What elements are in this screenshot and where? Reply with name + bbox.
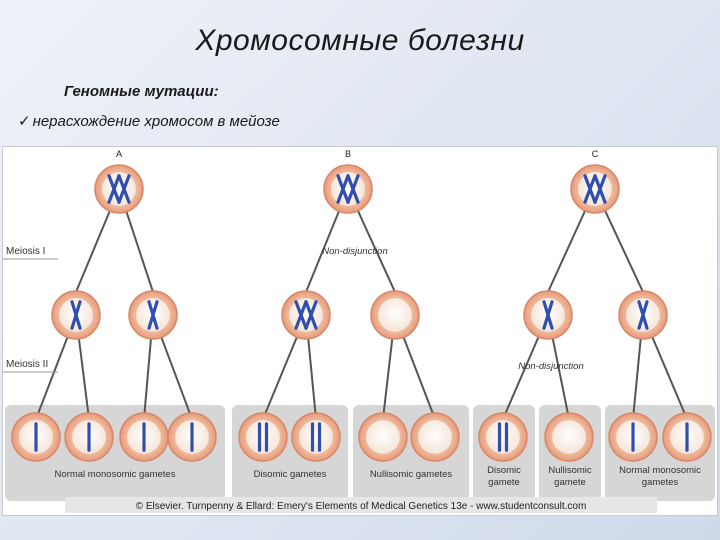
gamete-a-1 [11, 412, 61, 462]
gamete-a-2 [64, 412, 114, 462]
gamete-b-disomic-2 [291, 412, 341, 462]
gamete-c-normal-2 [662, 412, 712, 462]
label-disomic-c-1: Disomic [487, 465, 521, 476]
credit-bar [65, 497, 657, 513]
cell-parent-b [323, 164, 373, 214]
page-title: Хромосомные болезни [195, 24, 525, 57]
panel-label-c: C [592, 149, 599, 159]
subtitle: Геномные мутации: [64, 83, 219, 100]
gamete-b-nullisomic-1 [358, 412, 408, 462]
gamete-c-nullisomic [544, 412, 594, 462]
label-nullisomic-c-1: Nullisomic [548, 465, 592, 476]
bullet-text: нерасхождение хромосом в мейозе [32, 113, 280, 130]
meiosis-diagram: A B C Meiosis I Meiosis II Non-disjuncti… [3, 149, 715, 513]
cell-m1-a-left [51, 290, 101, 340]
label-disomic-b: Disomic gametes [254, 469, 327, 480]
label-nullisomic-c-2: gamete [554, 477, 586, 488]
label-disomic-c-2: gamete [488, 477, 520, 488]
cell-m1-c-left [523, 290, 573, 340]
credit-text: © Elsevier. Turnpenny & Ellard: Emery's … [136, 501, 587, 512]
cell-m1-c-right [618, 290, 668, 340]
cell-m1-a-right [128, 290, 178, 340]
meiosis1-label: Meiosis I [6, 246, 45, 257]
cell-m1-b-left [281, 290, 331, 340]
meiosis2-label: Meiosis II [6, 359, 48, 370]
non-disjunction-label-c: Non-disjunction [518, 361, 583, 372]
gamete-b-disomic-1 [238, 412, 288, 462]
gamete-b-nullisomic-2 [410, 412, 460, 462]
meiosis-figure: A B C Meiosis I Meiosis II Non-disjuncti… [2, 146, 718, 516]
gamete-c-normal-1 [608, 412, 658, 462]
bullet-item: ✓нерасхождение хромосом в мейозе [18, 112, 280, 130]
label-normal-monosomic-c-2: gametes [642, 477, 679, 488]
gamete-boxes [5, 405, 715, 501]
cell-parent-c [570, 164, 620, 214]
cell-parent-a [94, 164, 144, 214]
checkmark-icon: ✓ [18, 113, 31, 130]
label-normal-monosomic-a: Normal monosomic gametes [55, 469, 176, 480]
gamete-a-4 [167, 412, 217, 462]
gamete-a-3 [119, 412, 169, 462]
label-nullisomic-b: Nullisomic gametes [370, 469, 453, 480]
panel-label-a: A [116, 149, 122, 159]
cell-m1-b-right [370, 290, 420, 340]
cells-layer [11, 164, 712, 462]
label-normal-monosomic-c-1: Normal monosomic [619, 465, 701, 476]
non-disjunction-label-b: Non-disjunction [322, 246, 387, 257]
gamete-c-disomic [478, 412, 528, 462]
panel-label-b: B [345, 149, 351, 159]
